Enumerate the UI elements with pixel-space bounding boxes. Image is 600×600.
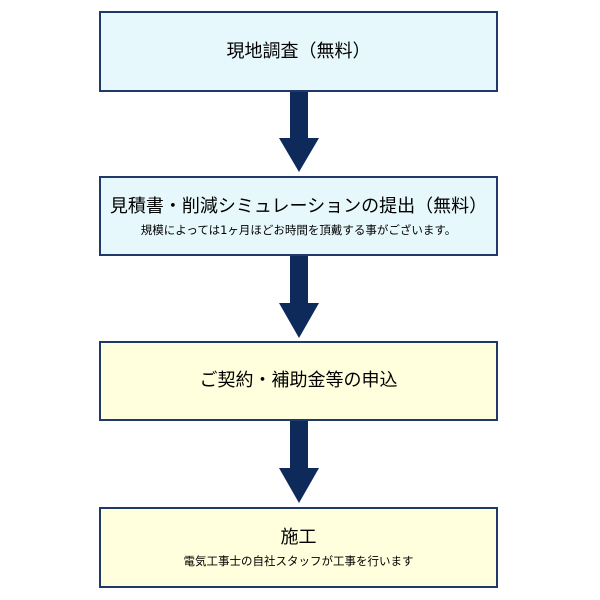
step-estimate-simulation: 見積書・削減シミュレーションの提出（無料） 規模によっては1ヶ月ほどお時間を頂戴… <box>99 176 498 256</box>
step-contract-application: ご契約・補助金等の申込 <box>99 341 498 421</box>
down-arrow-icon <box>279 92 319 172</box>
step-title: 見積書・削減シミュレーションの提出（無料） <box>109 195 488 217</box>
step-title: ご契約・補助金等の申込 <box>199 370 398 391</box>
step-site-survey: 現地調査（無料） <box>99 11 498 92</box>
step-title: 現地調査（無料） <box>226 40 371 62</box>
step-title: 施工 <box>280 527 317 548</box>
step-note: 規模によっては1ヶ月ほどお時間を頂戴する事がございます。 <box>140 222 457 237</box>
down-arrow-icon <box>279 421 319 503</box>
step-note: 電気工事士の自社スタッフが工事を行います <box>183 554 414 568</box>
step-construction: 施工 電気工事士の自社スタッフが工事を行います <box>99 507 498 588</box>
down-arrow-icon <box>279 256 319 338</box>
